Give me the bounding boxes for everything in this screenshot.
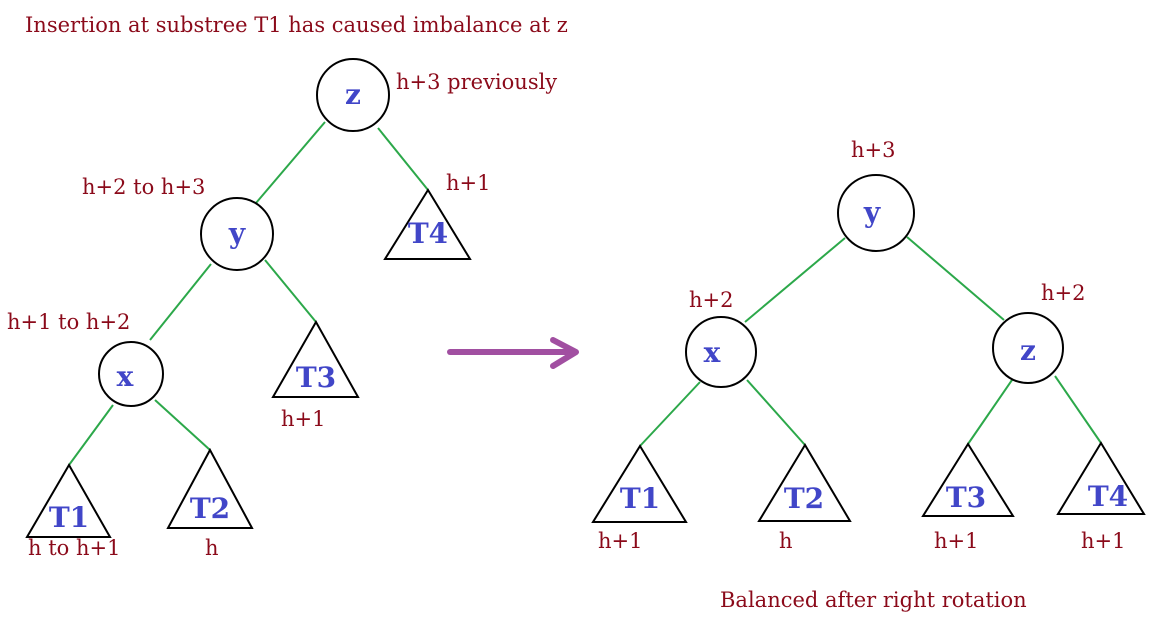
before-node-y: y [200,197,274,271]
before-subtree-t1: T1 [25,462,112,538]
node-circle [685,316,757,388]
subtree-label: T1 [620,482,660,515]
subtree-label: T3 [946,481,986,514]
before-t4-height: h+1 [446,171,490,195]
node-label: y [228,217,246,250]
before-node-z: z [316,58,390,132]
before-t1-height: h to h+1 [28,536,120,560]
subtree-triangle [383,188,472,260]
edge-y-t3 [264,259,317,323]
after-t3-height: h+1 [934,529,978,553]
after-t4-height: h+1 [1081,529,1125,553]
before-subtree-t2: T2 [166,447,254,529]
node-circle [992,312,1064,384]
edge-x-t1 [68,404,114,466]
node-circle [98,341,164,407]
after-subtree-t2: T2 [757,443,852,522]
after-node-z: z [992,312,1064,384]
right-arrow-icon [447,337,579,369]
after-y-height: h+3 [851,138,895,162]
before-subtree-t4: T4 [383,188,472,260]
node-label: x [704,336,721,369]
after-t1-height: h+1 [598,529,642,553]
before-tree: z h+3 previously y h+2 to h+3 x h+1 to h… [7,58,557,560]
before-y-height: h+2 to h+3 [82,175,205,199]
diagram-title: Insertion at substree T1 has caused imba… [25,13,568,37]
before-t2-height: h [205,536,219,560]
node-circle [316,58,390,132]
edge-x-t2 [154,399,211,451]
subtree-label: T4 [1088,480,1128,513]
subtree-label: T2 [190,492,230,525]
subtree-triangle [166,447,254,529]
subtree-label: T1 [49,501,89,534]
edge-z-t4 [377,127,429,191]
node-circle [200,197,274,271]
node-label: x [117,360,134,393]
after-z-height: h+2 [1041,281,1085,305]
node-circle [837,174,915,252]
diagram-caption: Balanced after right rotation [720,588,1027,612]
edge-z-t3 [967,379,1013,445]
edge-z-y [255,121,326,204]
before-subtree-t3: T3 [271,319,360,398]
before-t3-height: h+1 [281,407,325,431]
edge-z-t4 [1054,375,1102,444]
subtree-label: T3 [296,361,336,394]
edge-x-t1 [639,381,701,447]
edge-y-z [906,236,1005,321]
node-label: z [1020,334,1036,367]
after-x-height: h+2 [689,288,733,312]
before-node-x: x [98,341,164,407]
subtree-triangle [25,462,112,538]
edge-y-x [744,237,846,323]
before-x-height: h+1 to h+2 [7,310,130,334]
subtree-label: T4 [408,217,448,250]
after-node-x: x [685,316,757,388]
subtree-label: T2 [784,482,824,515]
edge-y-x [149,263,212,341]
after-subtree-t1: T1 [591,444,688,523]
before-z-height: h+3 previously [396,70,557,94]
subtree-triangle [271,319,360,398]
node-label: y [863,196,881,229]
after-tree: y h+3 x h+2 z h+2 T1 h+1 T2 h T3 [591,138,1146,553]
subtree-triangle [921,442,1015,517]
subtree-triangle [591,444,688,523]
after-t2-height: h [779,529,793,553]
after-node-y: y [837,174,915,252]
edge-x-t2 [746,379,806,446]
after-subtree-t3: T3 [921,442,1015,517]
subtree-triangle [757,443,852,522]
subtree-triangle [1056,441,1146,515]
after-subtree-t4: T4 [1056,441,1146,515]
node-label: z [345,78,361,111]
